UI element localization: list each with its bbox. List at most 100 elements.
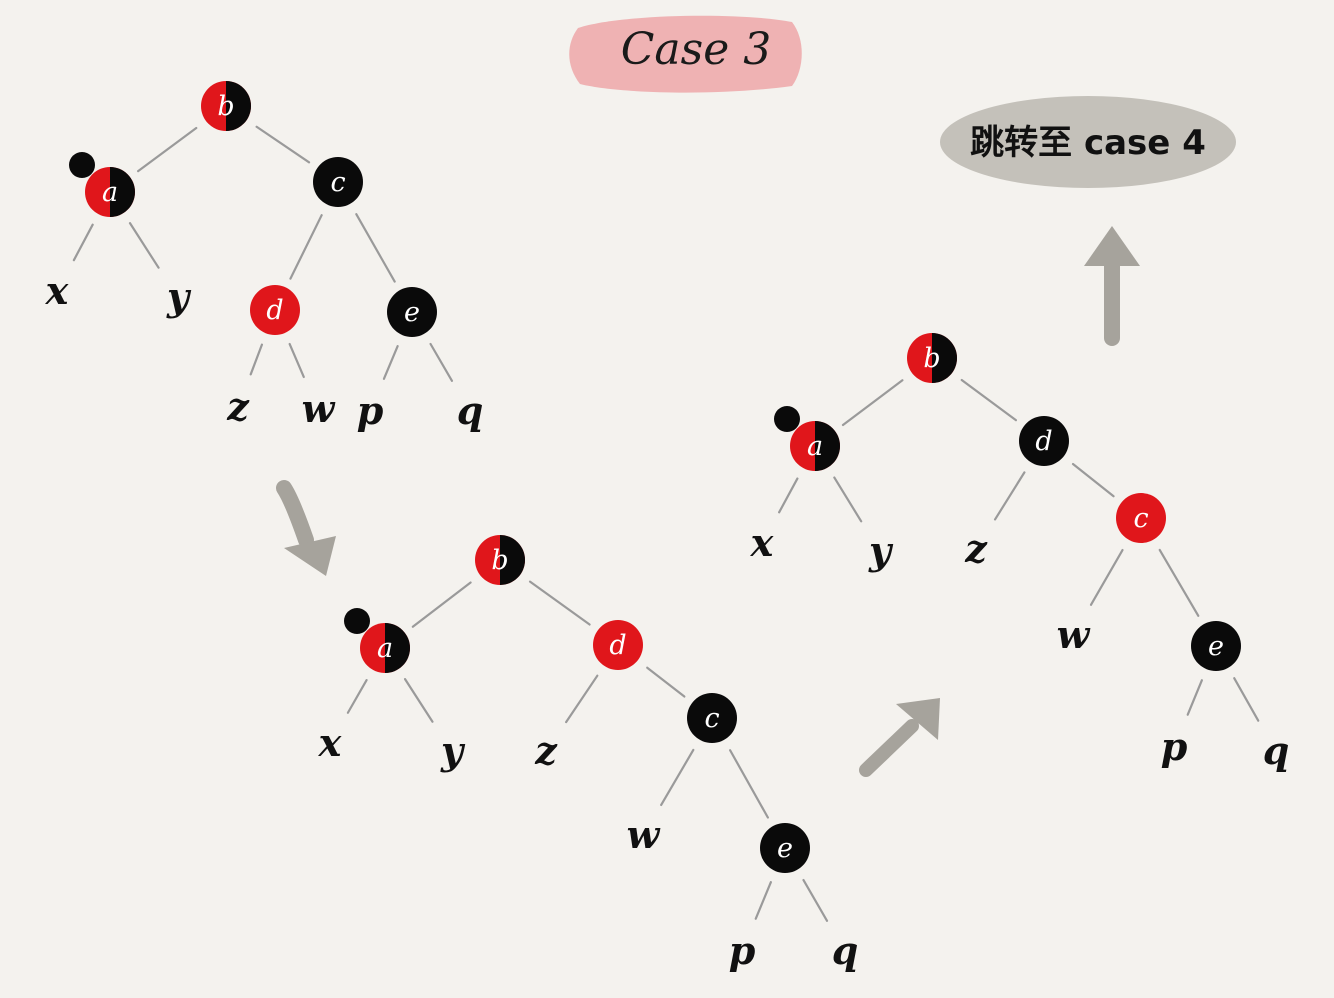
node-e: e xyxy=(1191,621,1241,671)
arrow-diagonal xyxy=(859,698,940,777)
node-e: e xyxy=(760,823,810,873)
edge-a-x xyxy=(778,477,799,514)
edge-d-z xyxy=(564,674,599,724)
title-badge-bg xyxy=(569,15,802,93)
node-c-circle xyxy=(1116,493,1166,543)
leaf-p: p xyxy=(357,388,384,433)
leaf-y: y xyxy=(868,528,894,573)
node-b-label: b xyxy=(491,545,508,576)
jump-label: 跳转至 case 4 xyxy=(970,123,1206,163)
tree-after-recolor: b a d c e x y z w p q xyxy=(750,333,1290,773)
node-a: a xyxy=(69,152,135,217)
node-e: e xyxy=(387,287,437,337)
edge-e-p xyxy=(382,345,399,380)
leaf-q: q xyxy=(457,388,484,433)
leaf-y: y xyxy=(440,728,466,773)
node-e-label: e xyxy=(404,297,420,328)
leaf-x: x xyxy=(318,720,343,765)
node-b-label: b xyxy=(217,91,234,122)
edge-b-d xyxy=(960,378,1017,422)
node-d-label: d xyxy=(266,295,283,326)
edge-c-e xyxy=(355,213,396,283)
edge-c-e xyxy=(729,749,769,819)
node-d-circle xyxy=(593,620,643,670)
node-e-circle xyxy=(387,287,437,337)
node-c-label: c xyxy=(704,703,719,734)
edge-d-z xyxy=(249,343,264,376)
leaf-p: p xyxy=(1161,724,1188,769)
node-d-label: d xyxy=(1035,426,1052,457)
leaf-w: w xyxy=(1057,612,1091,657)
edge-d-w xyxy=(288,342,305,379)
edge-e-q xyxy=(1233,677,1260,722)
edge-d-c xyxy=(1071,462,1115,498)
leaf-q: q xyxy=(1263,728,1290,773)
node-c: c xyxy=(313,157,363,207)
node-e-circle xyxy=(760,823,810,873)
node-a-label: a xyxy=(377,633,393,664)
node-d: d xyxy=(250,285,300,335)
leaf-z: z xyxy=(226,384,250,429)
edge-e-p xyxy=(754,881,772,920)
node-a-label: a xyxy=(807,431,823,462)
node-a-black-half xyxy=(385,623,410,673)
node-e-label: e xyxy=(1208,631,1224,662)
title-text: Case 3 xyxy=(621,24,772,75)
node-b: b xyxy=(201,81,251,131)
node-b: b xyxy=(907,333,957,383)
edge-e-q xyxy=(802,878,829,922)
leaf-z: z xyxy=(964,526,988,571)
leaf-w: w xyxy=(302,386,336,431)
edge-c-d xyxy=(289,214,323,280)
node-d-circle xyxy=(250,285,300,335)
jump-pill-bg xyxy=(940,96,1236,188)
edge-b-a xyxy=(841,379,904,427)
edge-a-y xyxy=(403,678,434,723)
edge-b-d xyxy=(528,580,591,626)
edge-a-x xyxy=(72,223,94,262)
edge-a-y xyxy=(128,222,160,269)
edge-a-y xyxy=(833,476,863,523)
edge-c-w xyxy=(1089,548,1124,606)
node-b-label: b xyxy=(923,343,940,374)
node-c-circle xyxy=(313,157,363,207)
node-a-black-half xyxy=(110,167,135,217)
leaf-p: p xyxy=(729,928,756,973)
extra-black-marker-a xyxy=(774,406,800,432)
edge-d-z xyxy=(993,471,1026,521)
edge-d-c xyxy=(646,666,686,698)
leaf-x: x xyxy=(750,520,775,565)
edge-b-a xyxy=(411,581,472,628)
node-a: a xyxy=(774,406,840,471)
leaf-x: x xyxy=(45,268,70,313)
node-d: d xyxy=(1019,416,1069,466)
node-c: c xyxy=(1116,493,1166,543)
leaf-w: w xyxy=(627,812,661,857)
node-e-circle xyxy=(1191,621,1241,671)
leaf-y: y xyxy=(166,274,192,319)
arrow-up xyxy=(1084,226,1140,346)
extra-black-marker-a xyxy=(344,608,370,634)
node-c-label: c xyxy=(330,167,345,198)
node-b-black-half xyxy=(226,81,251,131)
node-c-label: c xyxy=(1133,503,1148,534)
node-d-circle xyxy=(1019,416,1069,466)
arrow-down xyxy=(276,480,336,576)
node-b-black-half xyxy=(500,535,525,585)
node-d: d xyxy=(593,620,643,670)
node-e-label: e xyxy=(777,833,793,864)
node-a: a xyxy=(344,608,410,673)
node-c: c xyxy=(687,693,737,743)
extra-black-marker-a xyxy=(69,152,95,178)
leaf-q: q xyxy=(832,928,859,973)
edge-c-e xyxy=(1158,548,1200,617)
edge-a-x xyxy=(346,679,368,714)
node-b-black-half xyxy=(932,333,957,383)
edge-b-a xyxy=(137,126,198,173)
node-b: b xyxy=(475,535,525,585)
edge-e-q xyxy=(429,342,454,382)
edge-e-p xyxy=(1186,679,1204,716)
